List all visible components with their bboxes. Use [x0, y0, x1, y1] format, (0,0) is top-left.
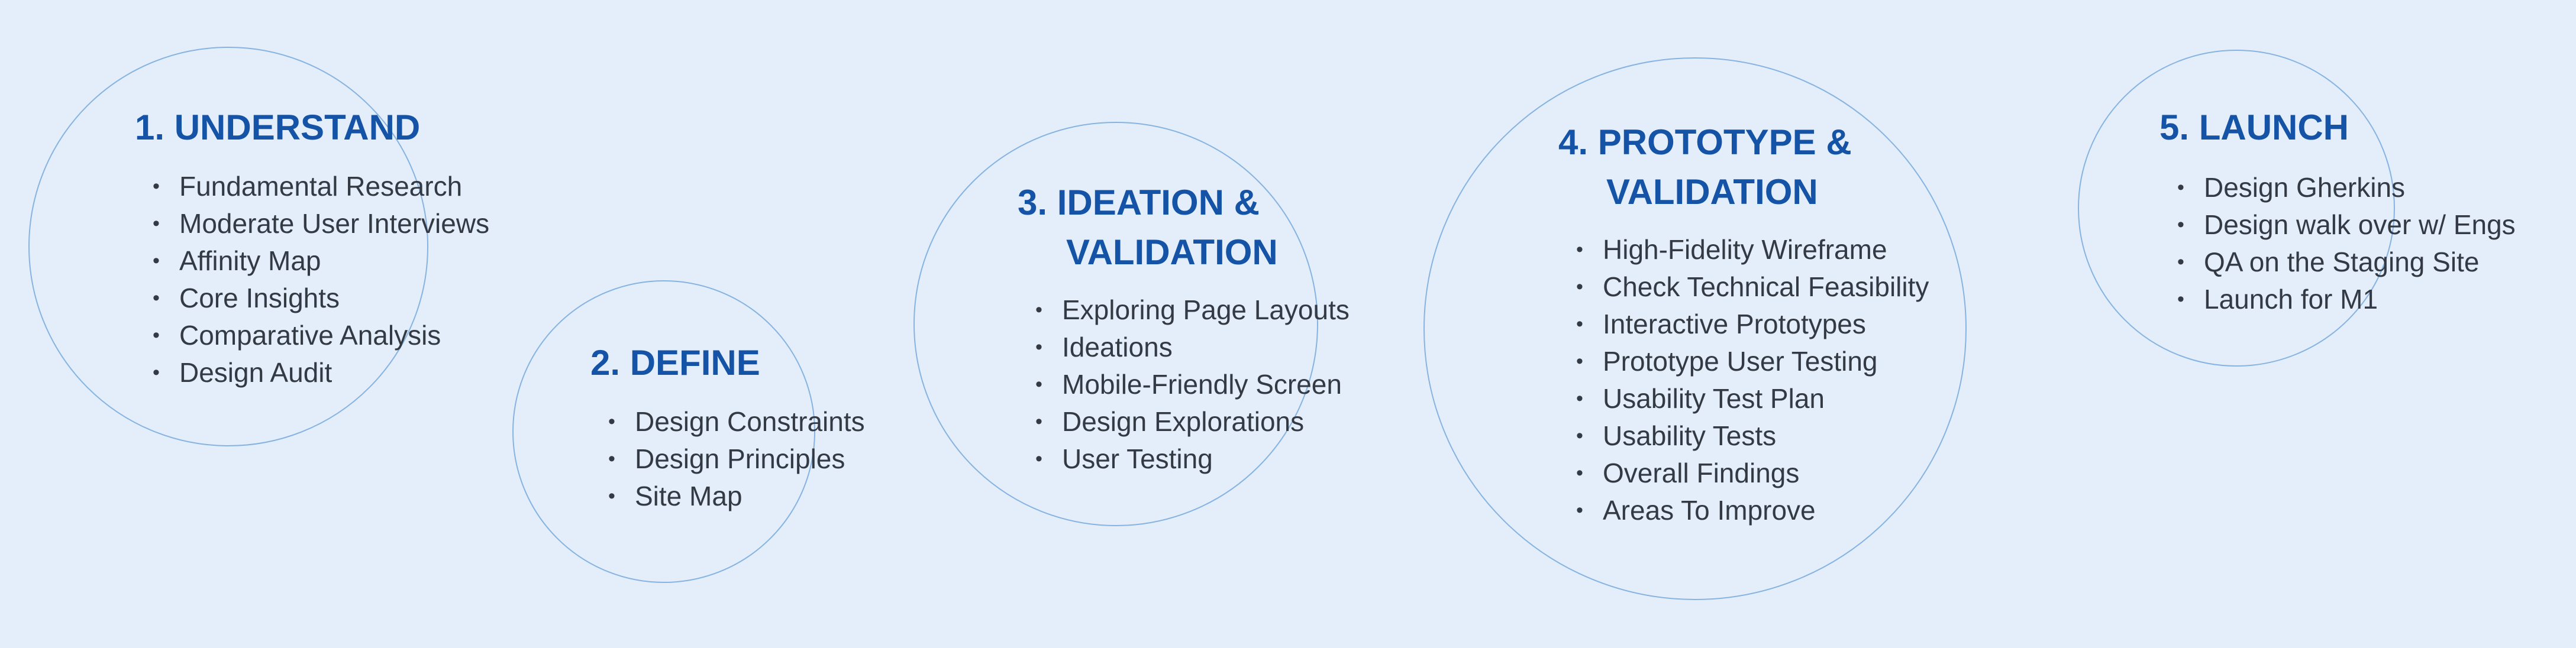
list-item: Core Insights	[135, 280, 489, 317]
stage-item-list: Design Constraints Design Principles Sit…	[590, 403, 865, 515]
stage-item-list: High-Fidelity Wireframe Check Technical …	[1558, 231, 1929, 529]
list-item: Mobile-Friendly Screen	[1018, 366, 1350, 403]
list-item: High-Fidelity Wireframe	[1558, 231, 1929, 268]
stage-title: 2. DEFINE	[590, 343, 760, 383]
list-item: Design Constraints	[590, 403, 865, 440]
list-item: Check Technical Feasibility	[1558, 268, 1929, 306]
stage-define: 2. DEFINE Design Constraints Design Prin…	[590, 338, 865, 515]
list-item: Design walk over w/ Engs	[2159, 206, 2516, 244]
list-item: Overall Findings	[1558, 455, 1929, 492]
list-item: Design Gherkins	[2159, 169, 2516, 206]
list-item: QA on the Staging Site	[2159, 244, 2516, 281]
list-item: Site Map	[590, 478, 865, 515]
stage-title-line-1: 4. PROTOTYPE &	[1558, 122, 1852, 162]
stage-title-line-1: 3. IDEATION &	[1018, 183, 1260, 222]
stage-prototype-validation: 4. PROTOTYPE & VALIDATION High-Fidelity …	[1558, 118, 1929, 529]
stage-item-list: Design Gherkins Design walk over w/ Engs…	[2159, 169, 2516, 318]
list-item: Usability Tests	[1558, 417, 1929, 455]
list-item: User Testing	[1018, 440, 1350, 478]
stage-item-list: Exploring Page Layouts Ideations Mobile-…	[1018, 291, 1350, 478]
list-item: Interactive Prototypes	[1558, 306, 1929, 343]
stage-launch: 5. LAUNCH Design Gherkins Design walk ov…	[2159, 103, 2516, 318]
stage-title-line-2: VALIDATION	[1606, 172, 1818, 212]
stage-title-line-2: VALIDATION	[1066, 232, 1278, 272]
list-item: Prototype User Testing	[1558, 343, 1929, 380]
list-item: Usability Test Plan	[1558, 380, 1929, 417]
list-item: Fundamental Research	[135, 168, 489, 205]
list-item: Areas To Improve	[1558, 492, 1929, 529]
list-item: Design Audit	[135, 354, 489, 391]
stage-title: 1. UNDERSTAND	[135, 108, 421, 147]
stage-ideation-validation: 3. IDEATION & VALIDATION Exploring Page …	[1018, 178, 1350, 478]
list-item: Comparative Analysis	[135, 317, 489, 354]
list-item: Moderate User Interviews	[135, 205, 489, 242]
list-item: Exploring Page Layouts	[1018, 291, 1350, 329]
list-item: Design Explorations	[1018, 403, 1350, 440]
list-item: Affinity Map	[135, 242, 489, 280]
stage-title: 3. IDEATION & VALIDATION	[1018, 178, 1350, 277]
list-item: Design Principles	[590, 440, 865, 478]
stage-4-circle	[1423, 57, 1967, 600]
stage-understand: 1. UNDERSTAND Fundamental Research Moder…	[135, 103, 489, 391]
stage-title: 5. LAUNCH	[2159, 108, 2349, 147]
stage-title: 4. PROTOTYPE & VALIDATION	[1558, 118, 1929, 217]
list-item: Ideations	[1018, 329, 1350, 366]
list-item: Launch for M1	[2159, 281, 2516, 318]
stage-item-list: Fundamental Research Moderate User Inter…	[135, 168, 489, 391]
